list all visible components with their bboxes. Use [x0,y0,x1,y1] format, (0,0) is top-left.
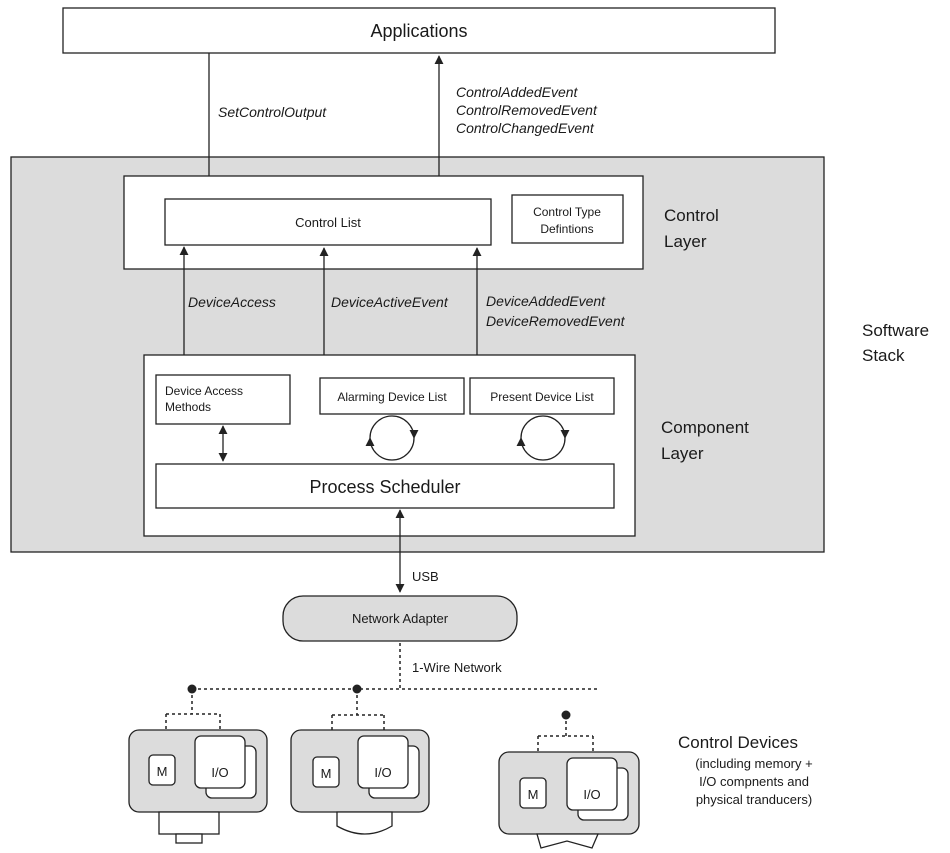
present-cycle-icon [520,415,570,439]
present-device-list-label: Present Device List [490,390,594,404]
device-2-memory [312,756,340,788]
control-type-label: Control Type [533,205,601,219]
network-label: 1-Wire Network [412,660,502,675]
device-2-base [336,811,393,835]
device-2-io [357,735,409,789]
device-1-io [194,735,246,789]
device-1-memory [148,754,176,786]
device-3-base [536,833,599,849]
control-added-event-label: ControlAddedEvent [456,84,579,100]
network-adapter-label: Network Adapter [352,611,449,626]
process-scheduler-label: Process Scheduler [309,477,460,497]
control-changed-event-label: ControlChangedEvent [456,120,595,136]
device-2-memory-label: M [321,766,332,781]
alarming-cycle-icon [369,415,419,439]
applications-box [62,7,776,54]
device-3-io-label: I/O [583,787,600,802]
methods-label: Methods [165,400,211,414]
device-active-event-label: DeviceActiveEvent [331,294,449,310]
control-devices-note-3: physical tranducers) [696,792,812,807]
device-3-io [566,757,618,811]
control-layer-subtitle: Layer [664,232,707,251]
device-access-methods-label: Device Access [165,384,243,398]
control-list-box [164,198,492,246]
applications-label: Applications [370,21,467,41]
usb-label: USB [412,569,439,584]
alarming-cycle-return-icon [365,437,415,461]
alarming-device-list-box [319,377,465,415]
present-cycle-return-icon [516,437,566,461]
definitions-label: Defintions [540,222,593,236]
device-1-foot [175,833,203,844]
device-removed-event-label: DeviceRemovedEvent [486,313,626,329]
device-1-base [158,811,220,835]
control-removed-event-label: ControlRemovedEvent [456,102,598,118]
component-layer-title: Component [661,418,749,437]
device-1-memory-label: M [157,764,168,779]
device-3-memory [519,777,547,809]
device-access-methods-box [155,374,291,425]
device-3-memory-label: M [528,787,539,802]
control-devices-title: Control Devices [678,733,798,752]
stack-label: Stack [862,346,905,365]
component-layer-subtitle: Layer [661,444,704,463]
device-3-wiring [537,715,594,770]
control-devices-note-2: I/O compnents and [699,774,809,789]
control-layer-title: Control [664,206,719,225]
device-1-wiring [165,689,221,753]
control-devices-note-1: (including memory + [695,756,812,771]
software-stack-label: Software [862,321,929,340]
device-1-io-label: I/O [211,765,228,780]
network-adapter-box [282,595,518,642]
device-added-event-label: DeviceAddedEvent [486,293,606,309]
control-type-definitions-box [511,194,624,244]
device-2-wiring [331,689,385,748]
alarming-device-list-label: Alarming Device List [337,390,447,404]
present-device-list-box [469,377,615,415]
control-list-label: Control List [295,215,361,230]
device-2-io-label: I/O [374,765,391,780]
process-scheduler-box [155,463,615,509]
device-access-label: DeviceAccess [188,294,276,310]
set-control-output-label: SetControlOutput [218,104,327,120]
